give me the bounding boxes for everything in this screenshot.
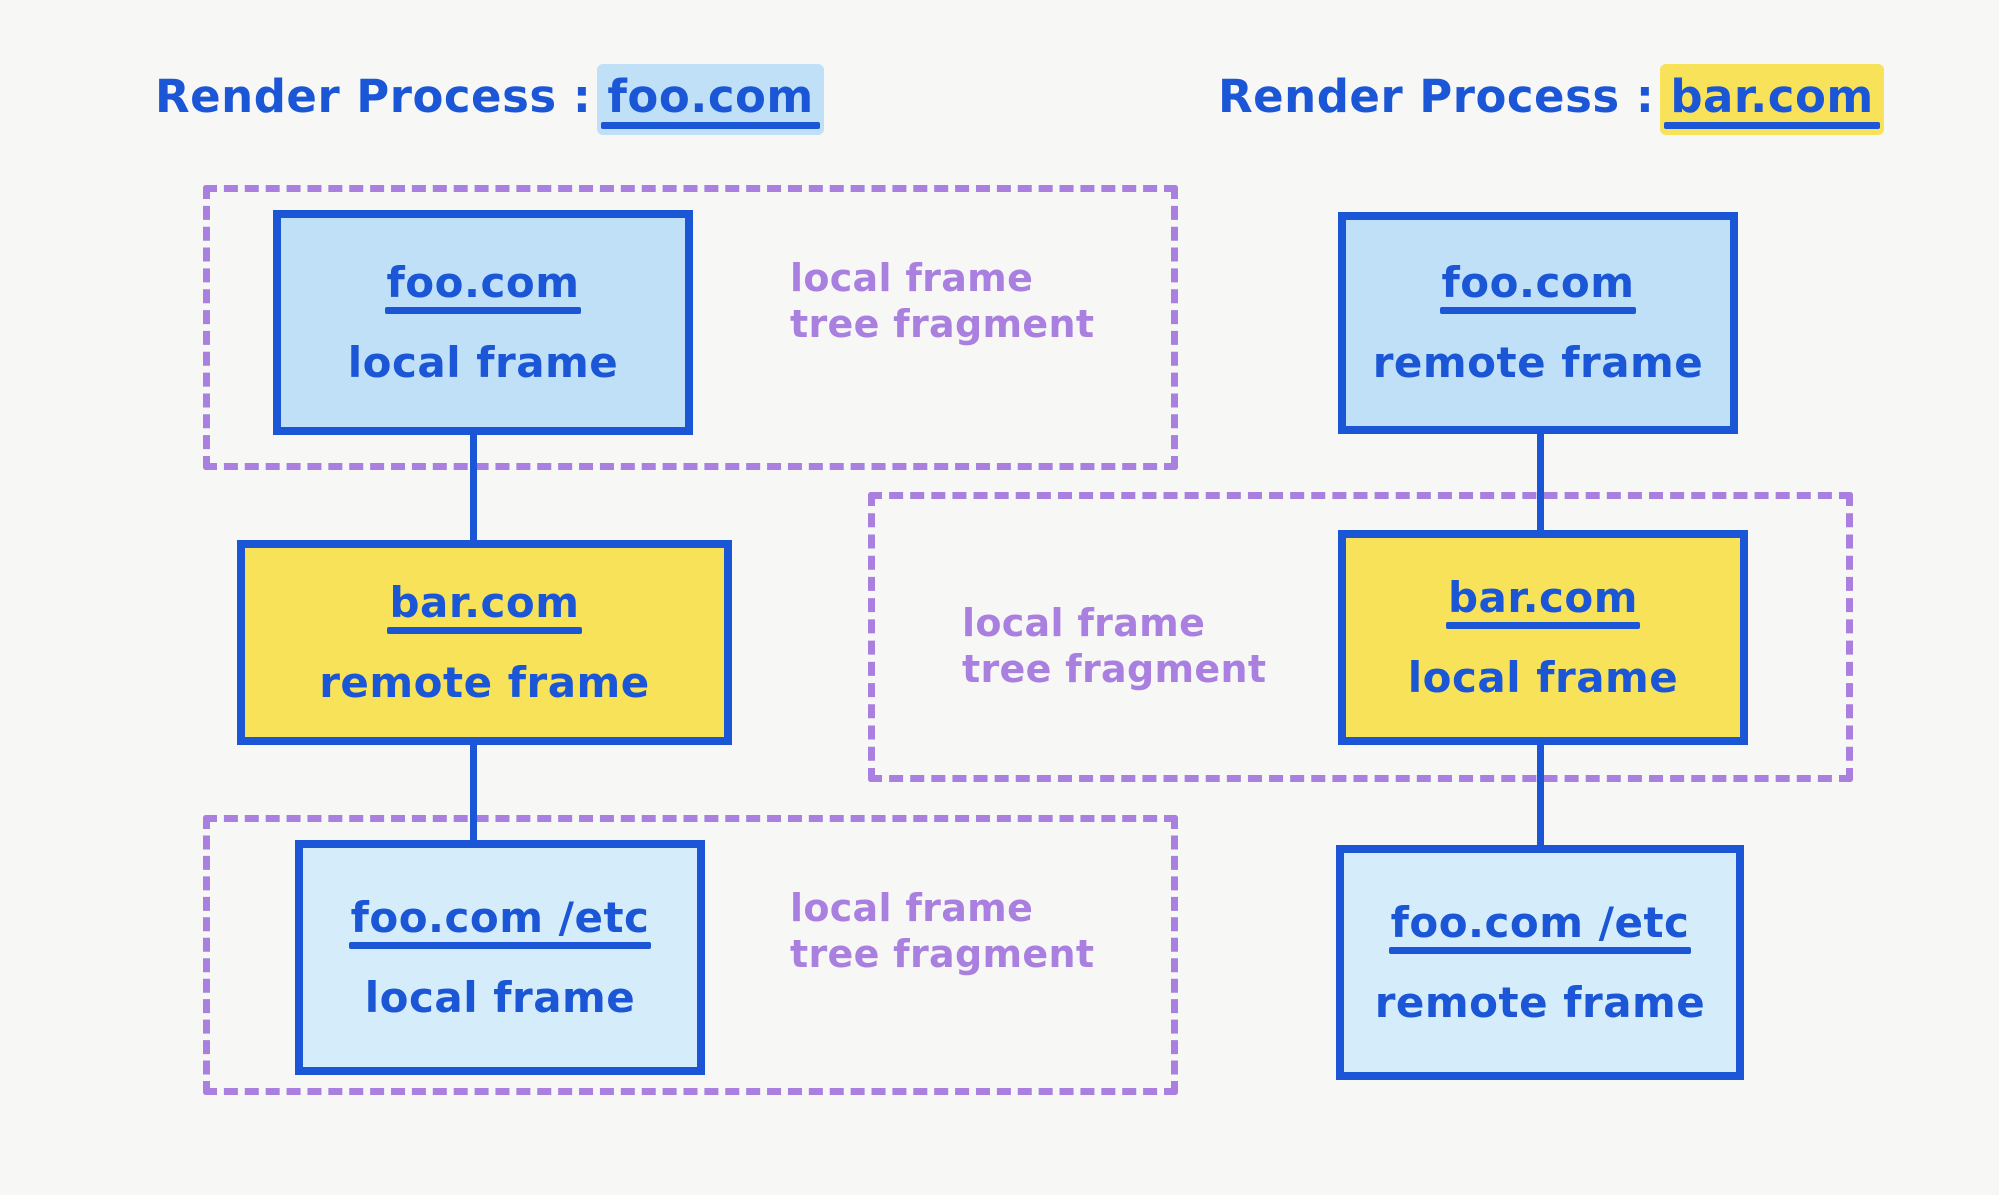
frame-host-label: bar.com xyxy=(387,577,582,634)
connector-left-2 xyxy=(470,740,477,850)
frame-kind-label: local frame xyxy=(364,972,636,1022)
frame-box-left-fooetc-local[interactable]: foo.com /etc local frame xyxy=(295,840,705,1075)
frame-kind-label: local frame xyxy=(1407,652,1679,702)
frame-kind-label: remote frame xyxy=(1372,338,1704,387)
frame-host-label: foo.com /etc xyxy=(348,892,652,949)
connector-left-1 xyxy=(470,430,477,545)
render-process-label-right: Render Process : xyxy=(1218,70,1655,123)
fragment-label-right-middle: local frame tree fragment xyxy=(962,601,1267,692)
render-process-title-foo: Render Process :foo.com xyxy=(155,64,825,135)
frame-host-label: foo.com /etc xyxy=(1388,897,1692,954)
fragment-label-left-top: local frame tree fragment xyxy=(790,256,1095,347)
render-process-host-right: bar.com xyxy=(1660,64,1885,135)
frame-box-right-foo-remote[interactable]: foo.com remote frame xyxy=(1338,212,1738,434)
render-process-title-bar: Render Process :bar.com xyxy=(1218,64,1885,135)
frame-host-label: bar.com xyxy=(1445,572,1641,629)
frame-box-left-bar-remote[interactable]: bar.com remote frame xyxy=(237,540,732,745)
frame-host-label: foo.com xyxy=(384,257,582,314)
frame-box-right-bar-local[interactable]: bar.com local frame xyxy=(1338,530,1748,745)
frame-box-right-fooetc-remote[interactable]: foo.com /etc remote frame xyxy=(1336,845,1744,1080)
frame-box-left-foo-local[interactable]: foo.com local frame xyxy=(273,210,693,435)
frame-kind-label: remote frame xyxy=(1374,977,1706,1027)
frame-host-label: foo.com xyxy=(1439,258,1637,314)
fragment-region-left-bottom xyxy=(203,815,1178,1095)
fragment-region-left-top xyxy=(203,185,1178,470)
render-process-host-left: foo.com xyxy=(597,64,825,135)
fragment-region-right-middle xyxy=(868,492,1853,782)
render-process-label-left: Render Process : xyxy=(155,70,592,123)
frame-kind-label: remote frame xyxy=(319,657,650,707)
frame-kind-label: local frame xyxy=(347,337,619,387)
connector-right-2 xyxy=(1537,740,1544,850)
fragment-label-left-bottom: local frame tree fragment xyxy=(790,886,1095,977)
connector-right-1 xyxy=(1537,430,1544,530)
